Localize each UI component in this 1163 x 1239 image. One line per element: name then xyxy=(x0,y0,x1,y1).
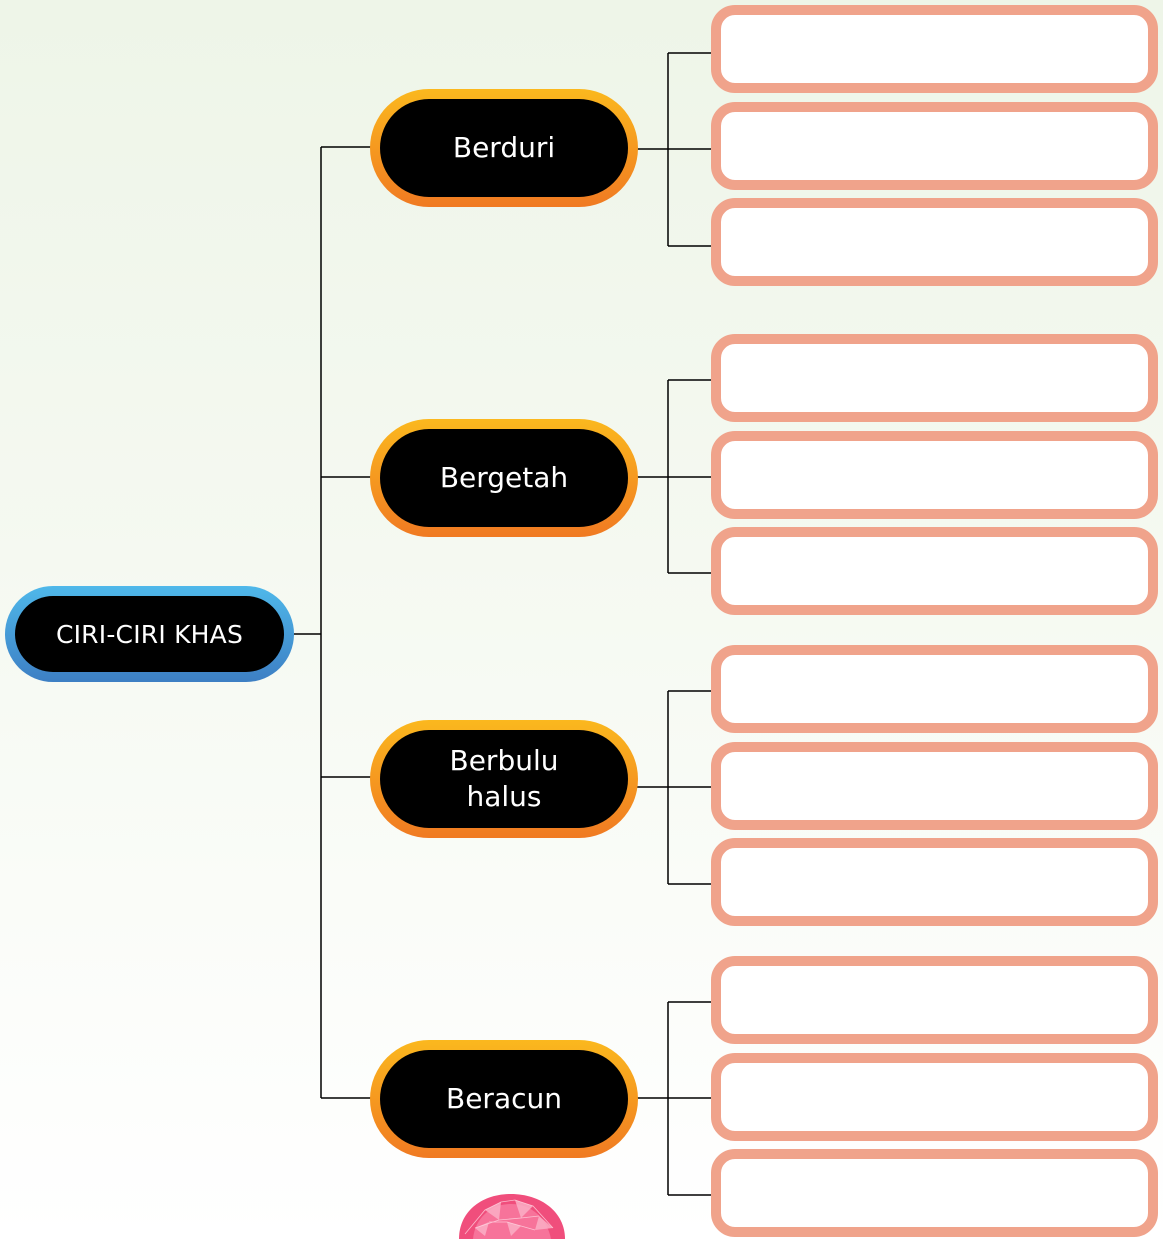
answer-box[interactable] xyxy=(711,198,1158,286)
answer-box[interactable] xyxy=(711,1053,1158,1141)
category-label: Bergetah xyxy=(380,429,628,527)
root-node: CIRI-CIRI KHAS xyxy=(5,586,294,682)
answer-box[interactable] xyxy=(711,645,1158,733)
answer-box[interactable] xyxy=(711,102,1158,190)
category-label: Berbulu halus xyxy=(380,730,628,828)
answer-box[interactable] xyxy=(711,1149,1158,1237)
category-node-beracun: Beracun xyxy=(370,1040,638,1158)
answer-box[interactable] xyxy=(711,334,1158,422)
category-label: Berduri xyxy=(380,99,628,197)
answer-box[interactable] xyxy=(711,5,1158,93)
answer-box[interactable] xyxy=(711,838,1158,926)
category-node-berduri: Berduri xyxy=(370,89,638,207)
answer-box[interactable] xyxy=(711,527,1158,615)
category-node-bergetah: Bergetah xyxy=(370,419,638,537)
category-node-berbulu-halus: Berbulu halus xyxy=(370,720,638,838)
brain-icon xyxy=(459,1194,565,1239)
answer-box[interactable] xyxy=(711,742,1158,830)
root-label: CIRI-CIRI KHAS xyxy=(15,596,284,672)
category-label: Beracun xyxy=(380,1050,628,1148)
answer-box[interactable] xyxy=(711,431,1158,519)
answer-box[interactable] xyxy=(711,956,1158,1044)
